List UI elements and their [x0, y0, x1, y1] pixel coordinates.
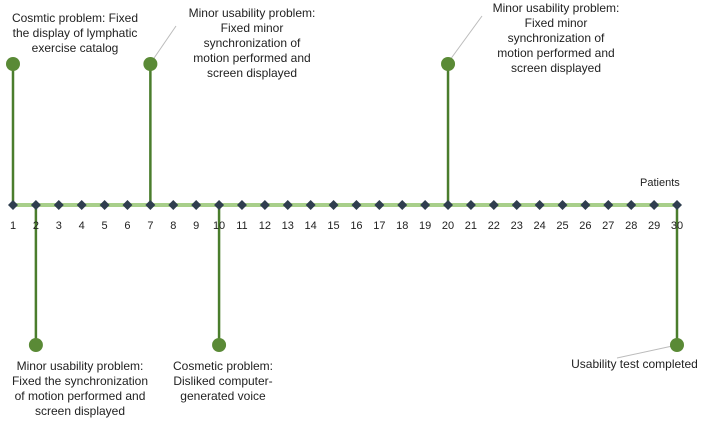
- tick-label-15: 15: [327, 220, 339, 232]
- tick-label-4: 4: [79, 220, 85, 232]
- tick-label-25: 25: [556, 220, 568, 232]
- tick-label-20: 20: [442, 220, 454, 232]
- patient-marker-2: [30, 200, 41, 210]
- patient-marker-8: [168, 200, 179, 210]
- patient-marker-14: [305, 200, 316, 210]
- tick-label-30: 30: [671, 220, 683, 232]
- patient-marker-24: [534, 200, 545, 210]
- patient-marker-1: [8, 200, 18, 210]
- patient-marker-3: [53, 200, 64, 210]
- patient-marker-30: [672, 200, 682, 210]
- tick-label-14: 14: [305, 220, 317, 232]
- tick-label-3: 3: [56, 220, 62, 232]
- tick-label-6: 6: [124, 220, 130, 232]
- patient-marker-9: [191, 200, 202, 210]
- tick-label-21: 21: [465, 220, 477, 232]
- patient-marker-23: [511, 200, 522, 210]
- tick-label-11: 11: [236, 220, 247, 232]
- event-dot-patient-10: [212, 338, 227, 352]
- callout-line-patient-30: [616, 344, 678, 359]
- tick-label-8: 8: [170, 220, 176, 232]
- tick-label-22: 22: [488, 220, 500, 232]
- patient-marker-7: [145, 200, 156, 210]
- tick-label-19: 19: [419, 220, 431, 232]
- tick-label-18: 18: [396, 220, 408, 232]
- event-dot-patient-2: [28, 338, 43, 352]
- tick-label-24: 24: [533, 220, 545, 232]
- axis-title-patients: Patients: [640, 177, 680, 189]
- patient-marker-27: [603, 200, 614, 210]
- tick-label-17: 17: [373, 220, 385, 232]
- tick-label-5: 5: [102, 220, 108, 232]
- tick-label-16: 16: [350, 220, 362, 232]
- patient-marker-29: [649, 200, 660, 210]
- tick-label-27: 27: [602, 220, 614, 232]
- callout-line-patient-7: [149, 25, 177, 65]
- patient-marker-26: [580, 200, 591, 210]
- patient-marker-20: [443, 200, 454, 210]
- tick-label-12: 12: [259, 220, 271, 232]
- event-dot-patient-7: [143, 57, 158, 71]
- patient-marker-12: [259, 200, 270, 210]
- tick-label-29: 29: [648, 220, 660, 232]
- tick-label-13: 13: [282, 220, 294, 232]
- tick-label-10: 10: [213, 220, 225, 232]
- patient-marker-11: [236, 200, 247, 210]
- event-label-patient-1: Cosmtic problem: Fixed the display of ly…: [11, 11, 139, 55]
- tick-label-2: 2: [33, 220, 39, 232]
- patient-marker-22: [488, 200, 499, 210]
- event-dot-patient-1: [6, 57, 20, 71]
- event-label-patient-10: Cosmetic problem: Disliked computer- gen…: [172, 359, 274, 403]
- patient-marker-25: [557, 200, 568, 210]
- callout-line-patient-20: [446, 15, 483, 65]
- patient-marker-18: [397, 200, 408, 210]
- tick-label-1: 1: [10, 220, 16, 232]
- tick-label-7: 7: [147, 220, 153, 232]
- patient-marker-6: [122, 200, 133, 210]
- patient-marker-13: [282, 200, 293, 210]
- patient-marker-19: [420, 200, 431, 210]
- patient-marker-5: [99, 200, 110, 210]
- event-label-patient-30: Usability test completed: [571, 357, 698, 371]
- event-label-patient-7: Minor usability problem: Fixed minor syn…: [188, 6, 316, 80]
- event-dot-patient-20: [441, 57, 456, 71]
- patient-marker-28: [626, 200, 637, 210]
- event-label-patient-20: Minor usability problem: Fixed minor syn…: [492, 1, 620, 75]
- tick-label-26: 26: [579, 220, 591, 232]
- patient-marker-15: [328, 200, 339, 210]
- patient-marker-4: [76, 200, 87, 210]
- event-label-patient-2: Minor usability problem: Fixed the synch…: [11, 359, 149, 418]
- tick-label-9: 9: [193, 220, 199, 232]
- tick-label-28: 28: [625, 220, 637, 232]
- tick-label-23: 23: [511, 220, 523, 232]
- patient-marker-21: [465, 200, 476, 210]
- event-dot-patient-30: [670, 338, 684, 352]
- patient-marker-10: [214, 200, 225, 210]
- patient-marker-16: [351, 200, 362, 210]
- patient-marker-17: [374, 200, 385, 210]
